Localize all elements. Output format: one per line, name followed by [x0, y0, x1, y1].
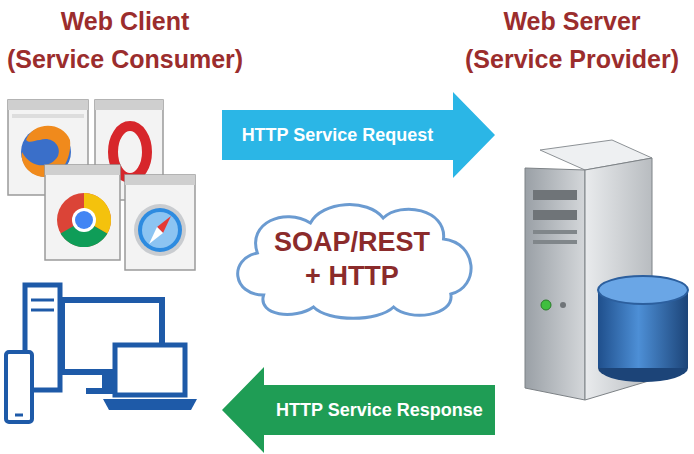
client-devices — [6, 285, 197, 422]
request-arrow — [222, 92, 495, 178]
database-cylinder — [598, 276, 688, 382]
browser-windows — [8, 100, 195, 270]
chrome-window — [45, 165, 120, 260]
response-arrow — [222, 367, 495, 453]
server-group: Web Server(Service Provider) — [495, 95, 690, 430]
arrow-label: HTTP Service Response — [276, 399, 483, 421]
cloud-label: SOAP/REST + HTTP — [267, 225, 437, 293]
phone — [6, 352, 32, 422]
group-subheading: (Service Provider) — [452, 43, 692, 75]
protocol-cloud: SOAP/REST + HTTP — [222, 195, 482, 323]
client-group: Web Client(Service Consumer) — [4, 95, 222, 447]
group-heading: Web Server — [452, 5, 692, 37]
laptop — [115, 345, 185, 395]
group-heading: Web Client — [0, 5, 250, 37]
group-subheading: (Service Consumer) — [0, 43, 250, 75]
safari-window — [125, 175, 195, 270]
arrow-label: HTTP Service Request — [242, 124, 434, 146]
cloud-outline — [222, 195, 482, 323]
